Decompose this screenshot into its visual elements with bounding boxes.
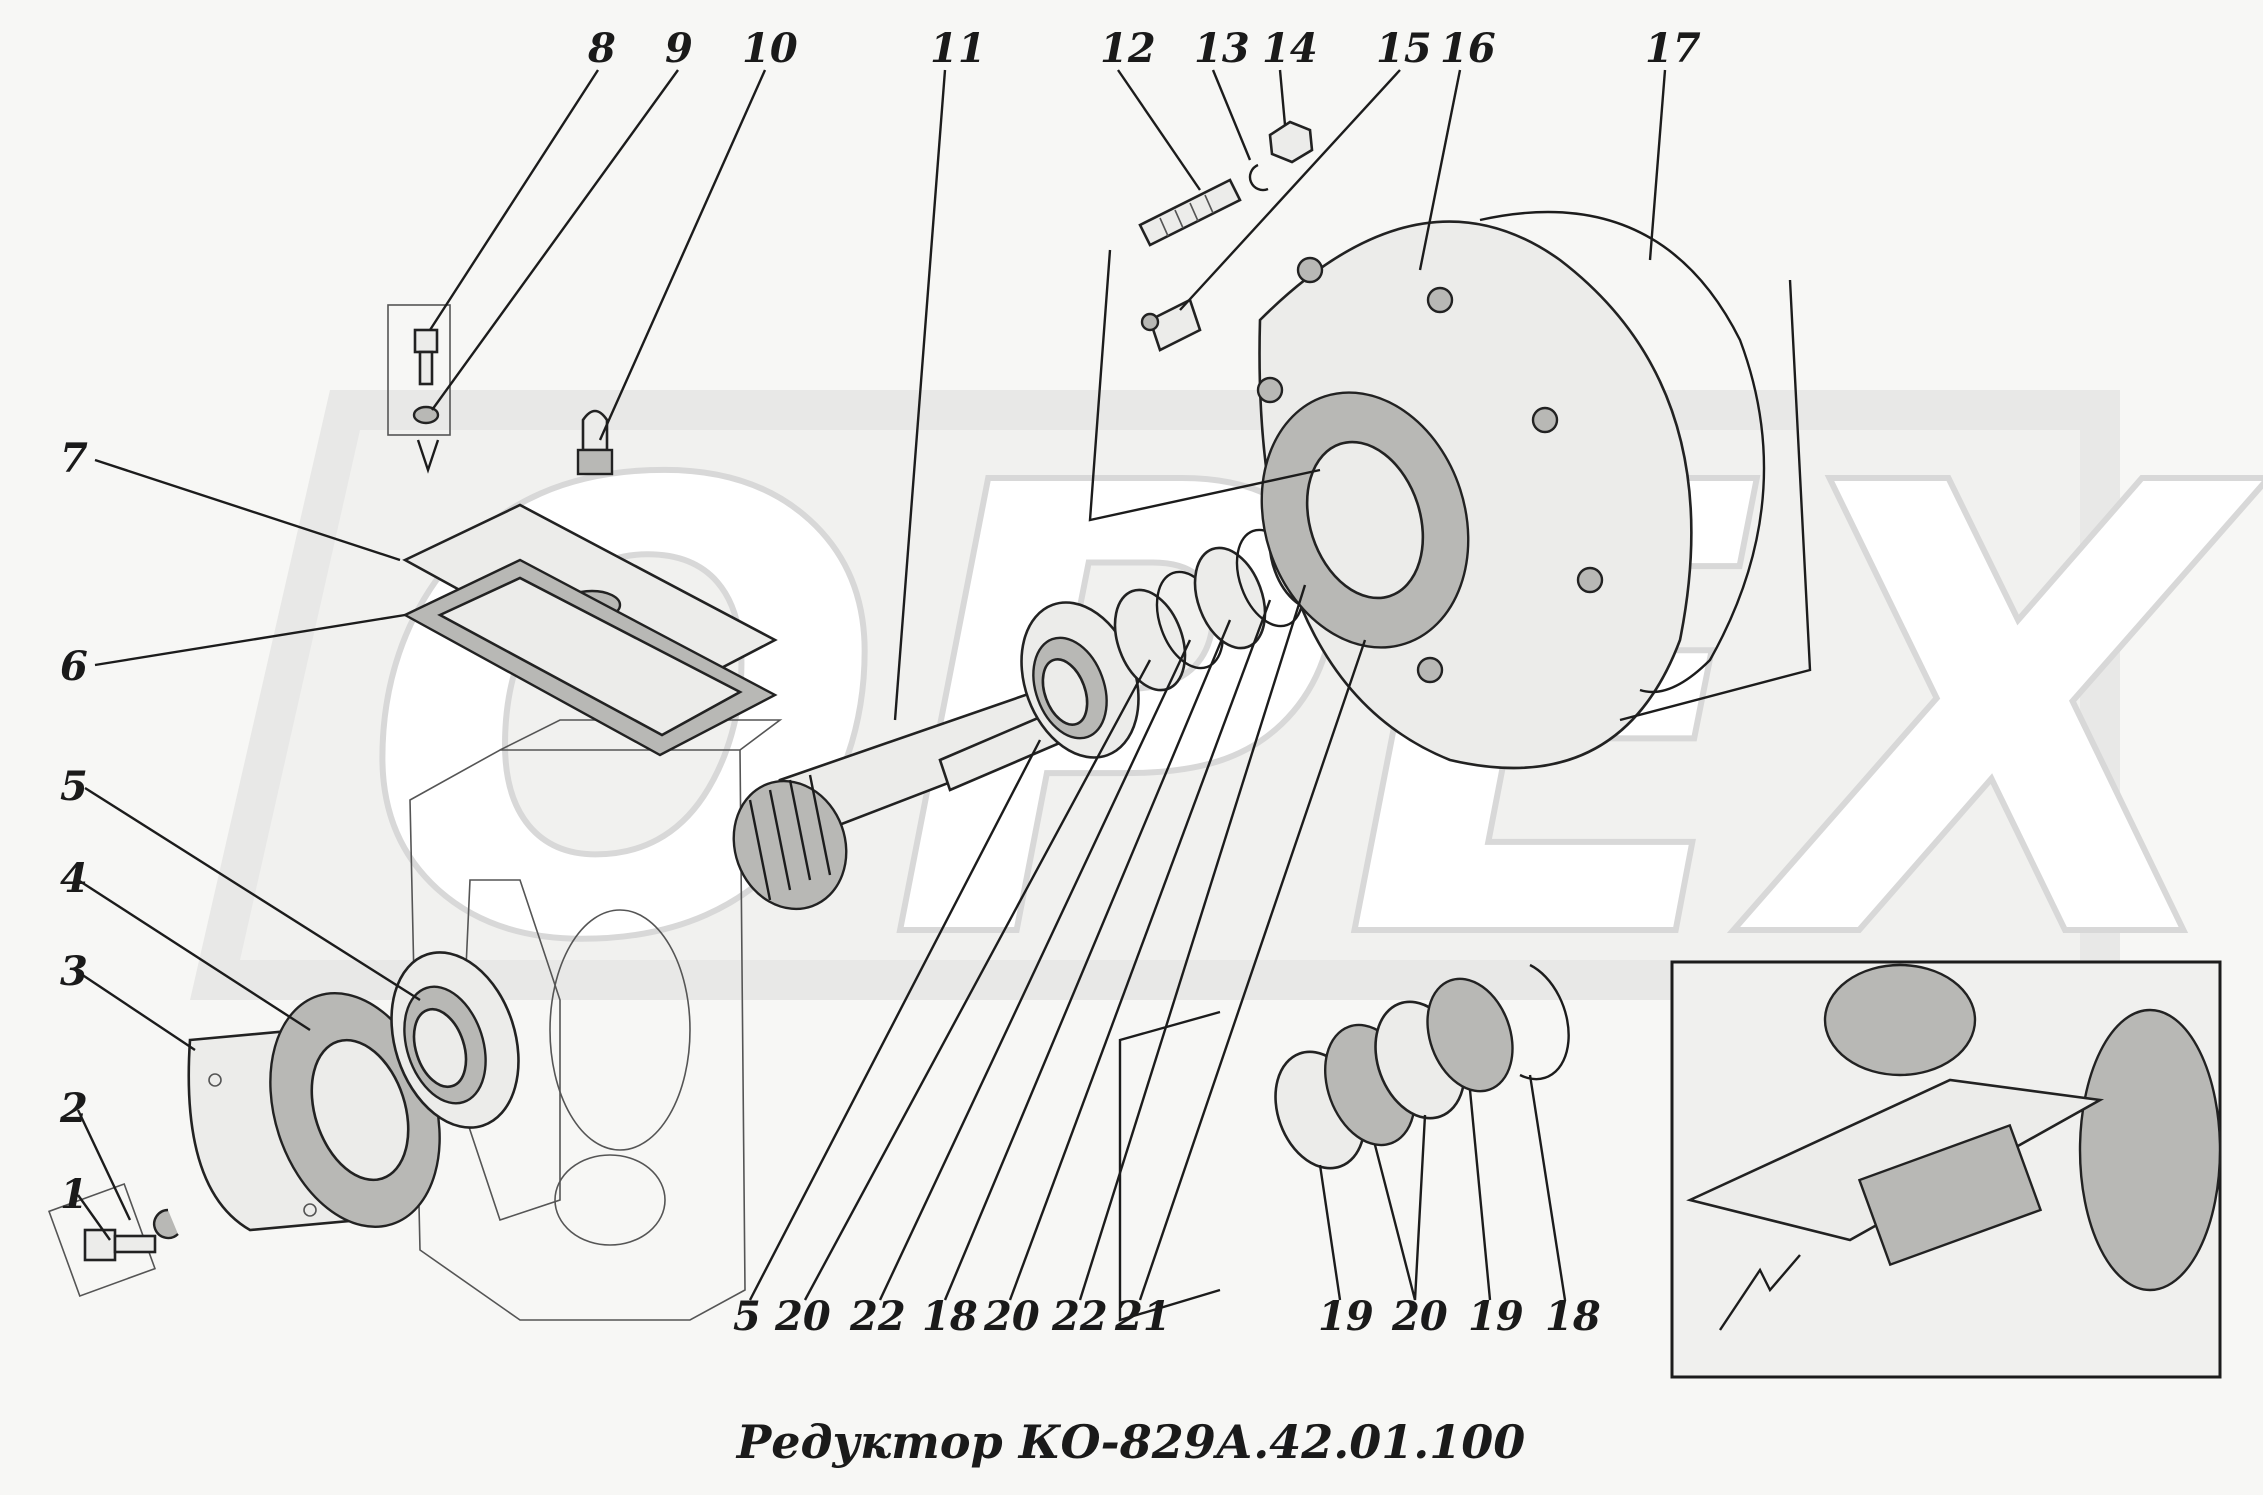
callout-14: 14	[1262, 25, 1318, 72]
diagram-caption: Редуктор КО-829А.42.01.100	[735, 1415, 1526, 1469]
callout-9: 9	[665, 25, 693, 72]
callout-3: 3	[60, 948, 88, 995]
nut-14	[1268, 120, 1314, 164]
bearing-5-right	[1020, 601, 1140, 759]
callout-numbers: 8 9 10 11 12 13 14 15 16 17 7 6 5 4 3 2 …	[59, 25, 1701, 1340]
callout-22-bottom-a: 22	[849, 1293, 906, 1340]
callout-5-left: 5	[60, 763, 88, 810]
bolt-8-washer-9-set	[387, 304, 451, 474]
callout-2: 2	[59, 1085, 88, 1132]
callout-6: 6	[60, 643, 88, 690]
leader-lines	[76, 69, 1812, 1301]
callout-12: 12	[1100, 25, 1156, 72]
callout-19-detail-a: 19	[1318, 1293, 1374, 1340]
callout-20-bottom-a: 20	[774, 1293, 831, 1340]
bearing-5-left	[390, 951, 520, 1129]
flange-housing-16	[1256, 220, 1693, 770]
detail-ring-set	[1118, 963, 1570, 1322]
callout-11: 11	[930, 25, 986, 72]
callout-1: 1	[60, 1171, 88, 1218]
callout-18-detail: 18	[1545, 1293, 1601, 1340]
stud-12	[1138, 178, 1242, 247]
callout-22-bottom-b: 22	[1051, 1293, 1108, 1340]
gasket-6	[402, 558, 778, 757]
callout-4: 4	[60, 855, 88, 902]
callout-8: 8	[587, 25, 616, 72]
callout-21-bottom: 21	[1114, 1293, 1171, 1340]
callout-13: 13	[1194, 25, 1250, 72]
callout-15: 15	[1376, 25, 1432, 72]
washer-13	[1248, 163, 1269, 192]
callout-19-detail-b: 19	[1468, 1293, 1524, 1340]
callout-16: 16	[1440, 25, 1496, 72]
callout-18-bottom: 18	[922, 1293, 978, 1340]
callout-20-bottom-b: 20	[983, 1293, 1040, 1340]
callout-10: 10	[742, 25, 798, 72]
callout-17: 17	[1645, 25, 1701, 72]
breather-plug-10	[576, 409, 614, 476]
bolt-1-washer-2-set	[47, 1183, 179, 1297]
callout-5-bottom: 5	[733, 1293, 761, 1340]
callout-20-detail: 20	[1391, 1293, 1448, 1340]
truck-location-inset	[1670, 960, 2222, 1379]
grease-fitting-15	[1140, 298, 1202, 352]
o-ring-17	[1479, 210, 1766, 694]
callout-7: 7	[60, 435, 88, 482]
